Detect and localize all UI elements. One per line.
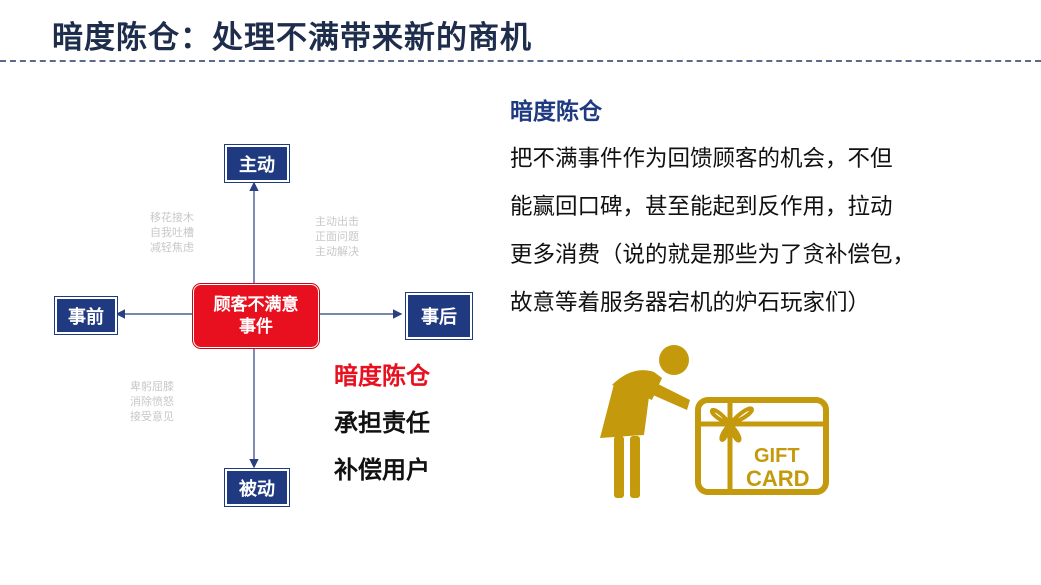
center-line-2: 事件 bbox=[239, 317, 273, 337]
page-title: 暗度陈仓：处理不满带来新的商机 bbox=[52, 20, 532, 56]
note-top-right: 主动出击 正面问题 主动解决 bbox=[315, 215, 359, 258]
strategy-highlight: 暗度陈仓 bbox=[334, 362, 430, 390]
paragraph-line: 更多消费（说的就是那些为了贪补偿包， bbox=[510, 242, 916, 268]
label-before: 事前 bbox=[55, 297, 117, 334]
label-after: 事后 bbox=[406, 293, 472, 339]
right-heading: 暗度陈仓 bbox=[510, 99, 602, 125]
label-passive: 被动 bbox=[225, 469, 289, 506]
paragraph-line: 故意等着服务器宕机的炉石玩家们） bbox=[510, 290, 871, 316]
strategy-item: 承担责任 bbox=[334, 409, 430, 437]
right-paragraph: 把不满事件作为回馈顾客的机会，不但 能赢回口碑，甚至能起到反作用，拉动 更多消费… bbox=[510, 135, 1010, 327]
title-divider bbox=[0, 60, 1041, 62]
label-proactive: 主动 bbox=[225, 145, 289, 182]
gift-card-icon: GIFT CARD bbox=[695, 397, 829, 495]
note-top-left: 移花接木 自我吐槽 减轻焦虑 bbox=[150, 211, 194, 254]
gift-card-line1: GIFT bbox=[754, 445, 800, 467]
paragraph-line: 能赢回口碑，甚至能起到反作用，拉动 bbox=[510, 194, 893, 220]
strategy-item: 补偿用户 bbox=[334, 456, 430, 484]
gift-card-line2: CARD bbox=[746, 466, 810, 491]
center-event-box: 顾客不满意 事件 bbox=[193, 284, 319, 348]
paragraph-line: 把不满事件作为回馈顾客的机会，不但 bbox=[510, 146, 893, 172]
bowing-person-icon bbox=[600, 345, 690, 498]
note-bottom-left: 卑躬屈膝 消除愤怒 接受意见 bbox=[130, 380, 174, 423]
center-line-1: 顾客不满意 bbox=[213, 295, 299, 315]
